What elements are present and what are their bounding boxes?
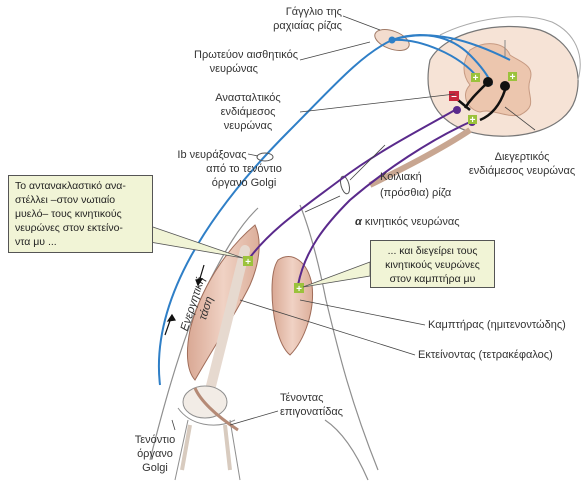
- note-left-line4: νευρώνες στον εκτείνο-: [15, 221, 146, 235]
- ganglion-cell-body: [389, 37, 396, 44]
- svg-text:ραχιαίας ρίζας: ραχιαίας ρίζας: [273, 20, 342, 32]
- svg-text:Ανασταλτικός: Ανασταλτικός: [215, 92, 280, 104]
- svg-text:Διεγερτικός: Διεγερτικός: [495, 151, 550, 163]
- svg-text:Golgi: Golgi: [142, 462, 168, 474]
- svg-text:+: +: [510, 72, 516, 83]
- svg-text:(πρόσθια) ρίζα: (πρόσθια) ρίζα: [380, 187, 452, 199]
- note-left-line2: στέλλει –στον νωτιαίο: [15, 193, 146, 207]
- inhibitory-synapse: –: [449, 91, 459, 102]
- svg-text:ενδιάμεσος νευρώνας: ενδιάμεσος νευρώνας: [469, 165, 575, 177]
- svg-text:νευρώνας: νευρώνας: [224, 120, 272, 132]
- label-primary-sensory: Πρωτεύον αισθητικός νευρώνας: [194, 49, 298, 75]
- note-left-line5: ντα μυ ...: [15, 235, 146, 249]
- svg-text:+: +: [470, 115, 476, 126]
- label-flexor: Καμπτήρας (ημιτενοντώδης): [428, 319, 566, 331]
- svg-text:όργανο: όργανο: [137, 448, 173, 460]
- note-left-line1: Το αντανακλαστικό ανα-: [15, 179, 146, 193]
- spinal-cord: [428, 17, 580, 137]
- svg-text:Ib νευράξονας: Ib νευράξονας: [177, 149, 246, 161]
- flexor-muscle: [272, 256, 313, 355]
- right-note-tail: [303, 262, 370, 287]
- note-inhibits-extensor: Το αντανακλαστικό ανα- στέλλει –στον νωτ…: [8, 175, 153, 253]
- svg-text:–: –: [451, 91, 457, 102]
- svg-text:επιγονατίδας: επιγονατίδας: [280, 406, 343, 418]
- svg-text:+: +: [473, 73, 479, 84]
- svg-text:+: +: [296, 284, 302, 295]
- svg-text:Τένοντας: Τένοντας: [280, 392, 323, 404]
- motor-neuron-inhibited: [453, 106, 461, 114]
- note-right-line2: κινητικούς νευρώνες: [377, 258, 488, 272]
- svg-text:όργανο Golgi: όργανο Golgi: [212, 177, 277, 189]
- svg-text:Γάγγλιο της: Γάγγλιο της: [286, 6, 342, 18]
- note-left-line3: μυελό– τους κινητικούς: [15, 207, 146, 221]
- svg-text:Τενόντιο: Τενόντιο: [135, 434, 175, 446]
- label-ganglion: Γάγγλιο της ραχιαίας ρίζας: [273, 6, 342, 32]
- label-ventral-root: Κοιλιακή (πρόσθια) ρίζα: [380, 171, 452, 199]
- svg-text:από το τενόντιο: από το τενόντιο: [206, 163, 282, 175]
- label-excitatory-interneuron: Διεγερτικός ενδιάμεσος νευρώνας: [469, 151, 575, 177]
- ventral-root-marker: [339, 175, 351, 194]
- svg-text:Πρωτεύον αισθητικός: Πρωτεύον αισθητικός: [194, 49, 298, 61]
- svg-text:Κοιλιακή: Κοιλιακή: [380, 171, 422, 183]
- note-excites-flexor: ... και διεγείρει τους κινητικούς νευρών…: [370, 240, 495, 288]
- svg-text:νευρώνας: νευρώνας: [210, 63, 258, 75]
- label-golgi-organ: Τενόντιο όργανο Golgi: [135, 434, 175, 474]
- left-note-tail: [150, 226, 243, 258]
- svg-text:+: +: [245, 257, 251, 268]
- knee-joint: [175, 386, 240, 480]
- note-right-line3: στον καμπτήρα μυ: [377, 272, 488, 286]
- svg-text:ενδιάμεσος: ενδιάμεσος: [221, 106, 276, 118]
- label-patellar-tendon: Τένοντας επιγονατίδας: [280, 392, 343, 418]
- note-right-line1: ... και διεγείρει τους: [377, 244, 488, 258]
- label-extensor: Εκτείνοντας (τετρακέφαλος): [418, 349, 553, 361]
- label-alpha-motor: α κινητικός νευρώνας: [355, 216, 460, 228]
- label-inhibitory-interneuron: Ανασταλτικός ενδιάμεσος νευρώνας: [215, 92, 280, 132]
